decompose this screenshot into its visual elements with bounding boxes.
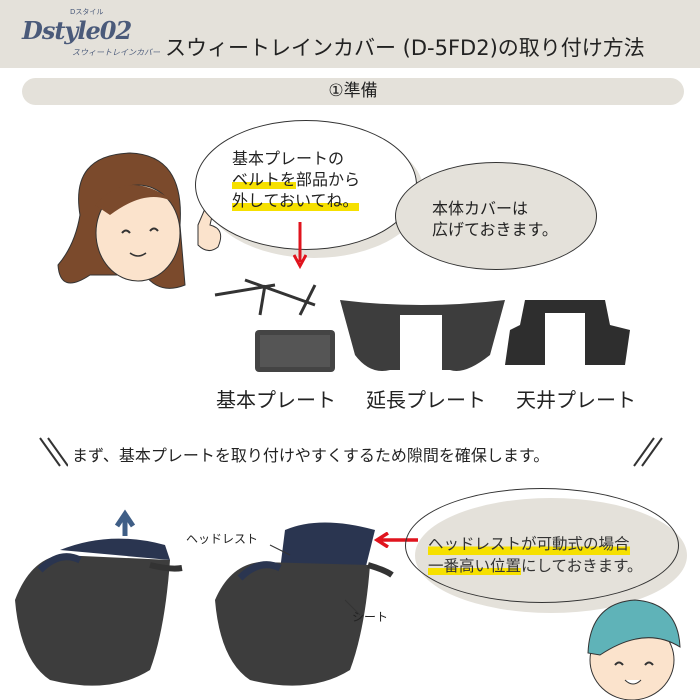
red-arrow-down-icon — [293, 222, 307, 270]
part-label-extension: 延長プレート — [366, 388, 486, 412]
bubble3-line2b: にしておきます。 — [521, 557, 643, 575]
bubble1-line3: 外しておいてね。 — [232, 190, 359, 211]
bubble1-line2a: ベルトを — [232, 170, 297, 189]
seat-label: シート — [352, 610, 389, 624]
logo-product: スウィートレインカバー — [72, 48, 160, 57]
bubble2-line1: 本体カバーは — [432, 199, 529, 218]
bubble3-line1: ヘッドレストが可動式の場合 — [428, 533, 630, 555]
page-title: スウィートレインカバー (D-5FD2)の取り付け方法 — [165, 36, 645, 60]
bubble2-line2: 広げておきます。 — [432, 220, 558, 239]
logo: Dスタイル Dstyle02 スウィートレインカバー — [22, 8, 160, 62]
bubble1-text: 基本プレートの ベルトを部品から 外しておいてね。 — [232, 148, 360, 211]
extension-plate-image — [340, 300, 505, 373]
section-header: ①準備 — [22, 78, 684, 105]
seat-photos — [15, 509, 394, 686]
part-label-base: 基本プレート — [216, 388, 336, 412]
bubble3-text: ヘッドレストが可動式の場合 一番高い位置にしておきます。 — [428, 533, 643, 577]
speech-bubble-boy — [405, 488, 679, 603]
header-band — [0, 0, 700, 68]
parts-images — [214, 278, 630, 373]
slash-decoration-icon — [39, 437, 68, 467]
woman-illustration — [57, 152, 222, 289]
seat-photo-after — [215, 522, 394, 686]
bubble2-text: 本体カバーは 広げておきます。 — [432, 198, 558, 240]
logo-subtitle: Dスタイル — [70, 8, 104, 16]
boy-illustration — [587, 599, 681, 700]
bubble1-line2b: 部品から — [296, 170, 361, 189]
slash-decoration-icon — [633, 437, 663, 467]
speech-bubble-woman — [195, 120, 417, 250]
ceiling-plate-image — [505, 300, 630, 368]
headrest-label: ヘッドレスト — [186, 532, 259, 546]
part-label-ceiling: 天井プレート — [516, 388, 636, 412]
bubble1-line1: 基本プレートの — [232, 149, 345, 168]
seat-photo-before — [15, 509, 183, 686]
logo-text: Dstyle02 — [22, 16, 132, 45]
bubble3-line2a: 一番高い位置 — [428, 557, 522, 575]
base-plate-image — [214, 278, 335, 372]
instruction-text: まず、基本プレートを取り付けやすくするため隙間を確保します。 — [72, 446, 550, 465]
speech-bubble-cover — [395, 162, 597, 270]
